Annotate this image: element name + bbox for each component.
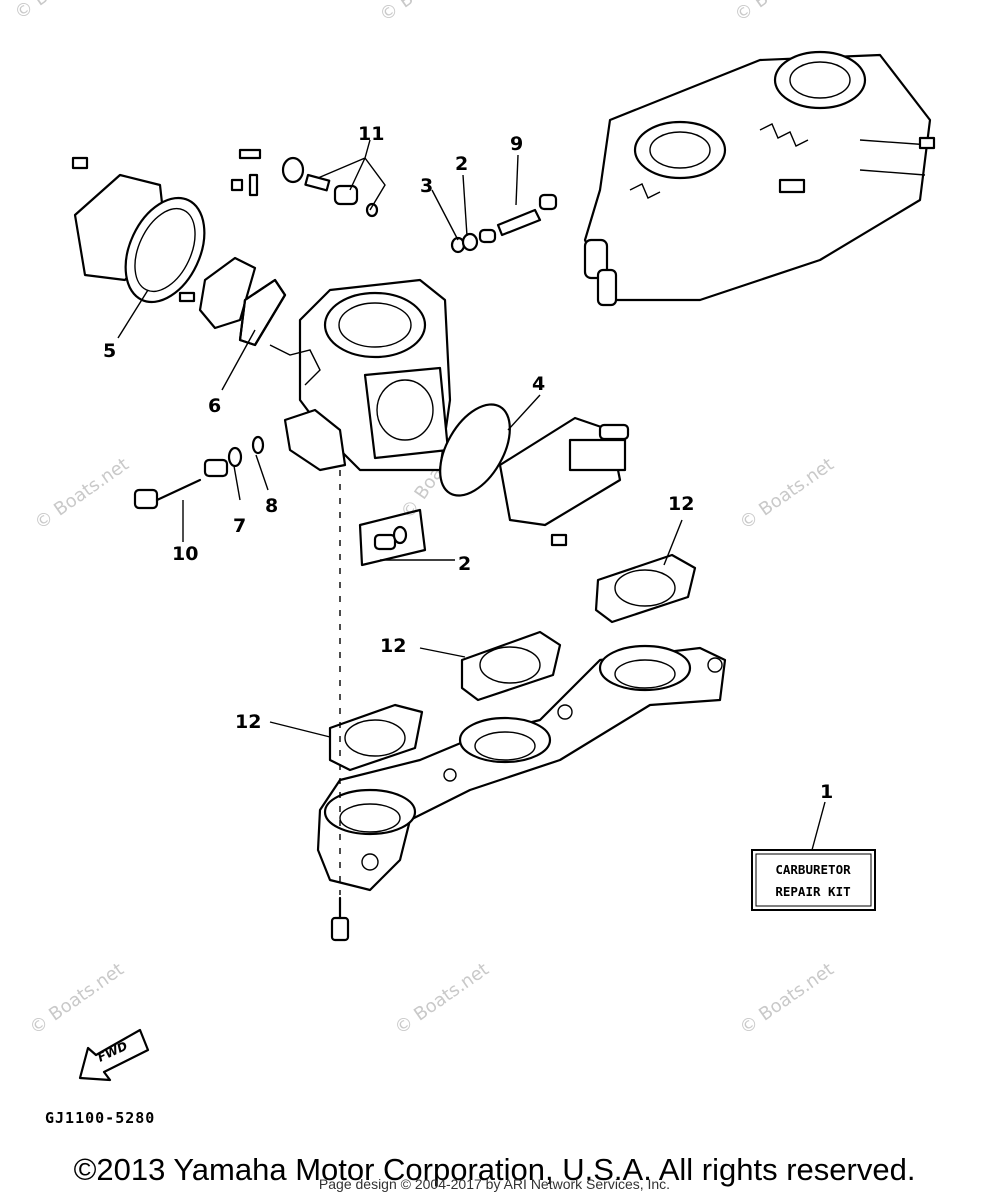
watermark: © Boats.net	[736, 454, 838, 534]
callout-label: 1	[820, 781, 833, 803]
watermark: © Boats.net	[391, 959, 493, 1039]
callout-label: 11	[358, 123, 384, 145]
diagram-code: GJ1100-5280	[45, 1109, 155, 1127]
repair-kit-line2: REPAIR KIT	[775, 884, 850, 899]
manifold-gaskets	[328, 553, 697, 772]
callout-label: 3	[420, 175, 433, 197]
page-design-credit: Page design © 2004-2017 by ARI Network S…	[318, 1176, 671, 1192]
repair-kit-line1: CARBURETOR	[775, 862, 851, 877]
watermark: © Boats.net	[731, 0, 833, 26]
watermark: © Boats.net	[31, 454, 133, 534]
watermark: © Boats.net	[376, 0, 478, 26]
carburetor-body	[269, 278, 452, 472]
gasket	[238, 278, 287, 347]
callout-label: 12	[668, 493, 694, 515]
callout-label: 4	[532, 373, 545, 395]
callout-labels: 1 2 2 3 4 5 6 7 8 9 10 11 12 12 12	[103, 123, 833, 803]
callout-label: 9	[510, 133, 523, 155]
carburetor-exploded-view: © Boats.net © Boats.net © Boats.net © Bo…	[11, 0, 936, 1127]
callout-label: 8	[265, 495, 278, 517]
carburetor-assembly	[583, 50, 936, 307]
forward-arrow-icon: FWD	[78, 1028, 150, 1082]
leader-lines	[117, 139, 826, 851]
fuel-pump-cover	[439, 403, 630, 547]
callout-label: 12	[380, 635, 406, 657]
callout-label: 5	[103, 340, 116, 362]
jet-parts	[230, 148, 558, 254]
callout-label: 10	[172, 543, 198, 565]
pilot-screw-group	[133, 408, 347, 510]
callout-label: 12	[235, 711, 261, 733]
intake-manifold	[316, 644, 727, 892]
copyright-notice: ©2013 Yamaha Motor Corporation, U.S.A. A…	[73, 1152, 916, 1187]
watermark: © Boats.net	[11, 0, 113, 24]
repair-kit-box: CARBURETOR REPAIR KIT	[751, 849, 876, 911]
callout-label: 7	[233, 515, 246, 537]
callout-label: 2	[458, 553, 471, 575]
callout-label: 6	[208, 395, 221, 417]
mounting-bolt	[330, 470, 350, 942]
callout-label: 2	[455, 153, 468, 175]
watermark: © Boats.net	[736, 959, 838, 1039]
fitting	[358, 508, 427, 567]
watermark: © Boats.net	[26, 959, 128, 1039]
